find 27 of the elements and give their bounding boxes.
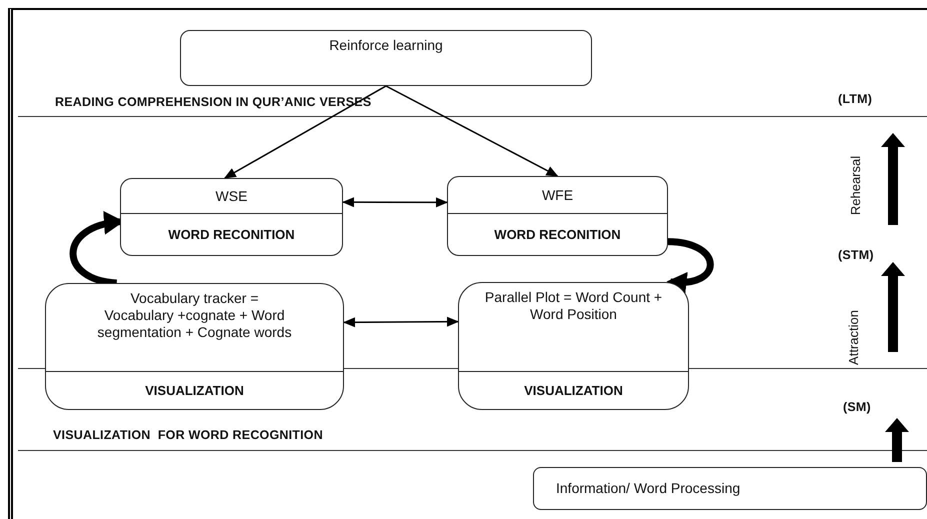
arrow [386,85,558,177]
curved-arrow [666,238,714,295]
section-label: VISUALIZATION [145,382,244,398]
section-label: WORD RECONITION [494,226,621,242]
arrow [224,85,386,179]
process-box [447,176,668,256]
section-heading: VISUALIZATION FOR WORD RECOGNITION [53,428,323,442]
axis-label: Attraction [846,310,861,365]
node-text: WSE [216,188,248,204]
process-box [458,282,689,410]
section-heading: (SM) [843,400,871,414]
node-text: Vocabulary tracker = Vocabulary +cognate + Word segmentation + Cognate words [96,290,293,340]
process-box [120,178,343,256]
arrow [343,316,459,328]
section-label: VISUALIZATION [524,382,623,398]
process-box [180,30,592,86]
node-text: Parallel Plot = Word Count + Word Position [484,289,664,323]
node-text: WFE [542,186,574,204]
arrow [342,197,448,208]
axis-label: Rehearsal [848,156,864,216]
section-label: WORD RECONITION [168,226,295,242]
section-heading: (STM) [838,248,874,262]
node-text: Reinforce learning [329,37,443,54]
node-text: Information/ Word Processing [556,480,740,497]
process-box [533,467,927,510]
section-heading: (LTM) [838,92,872,106]
process-box [45,283,344,410]
